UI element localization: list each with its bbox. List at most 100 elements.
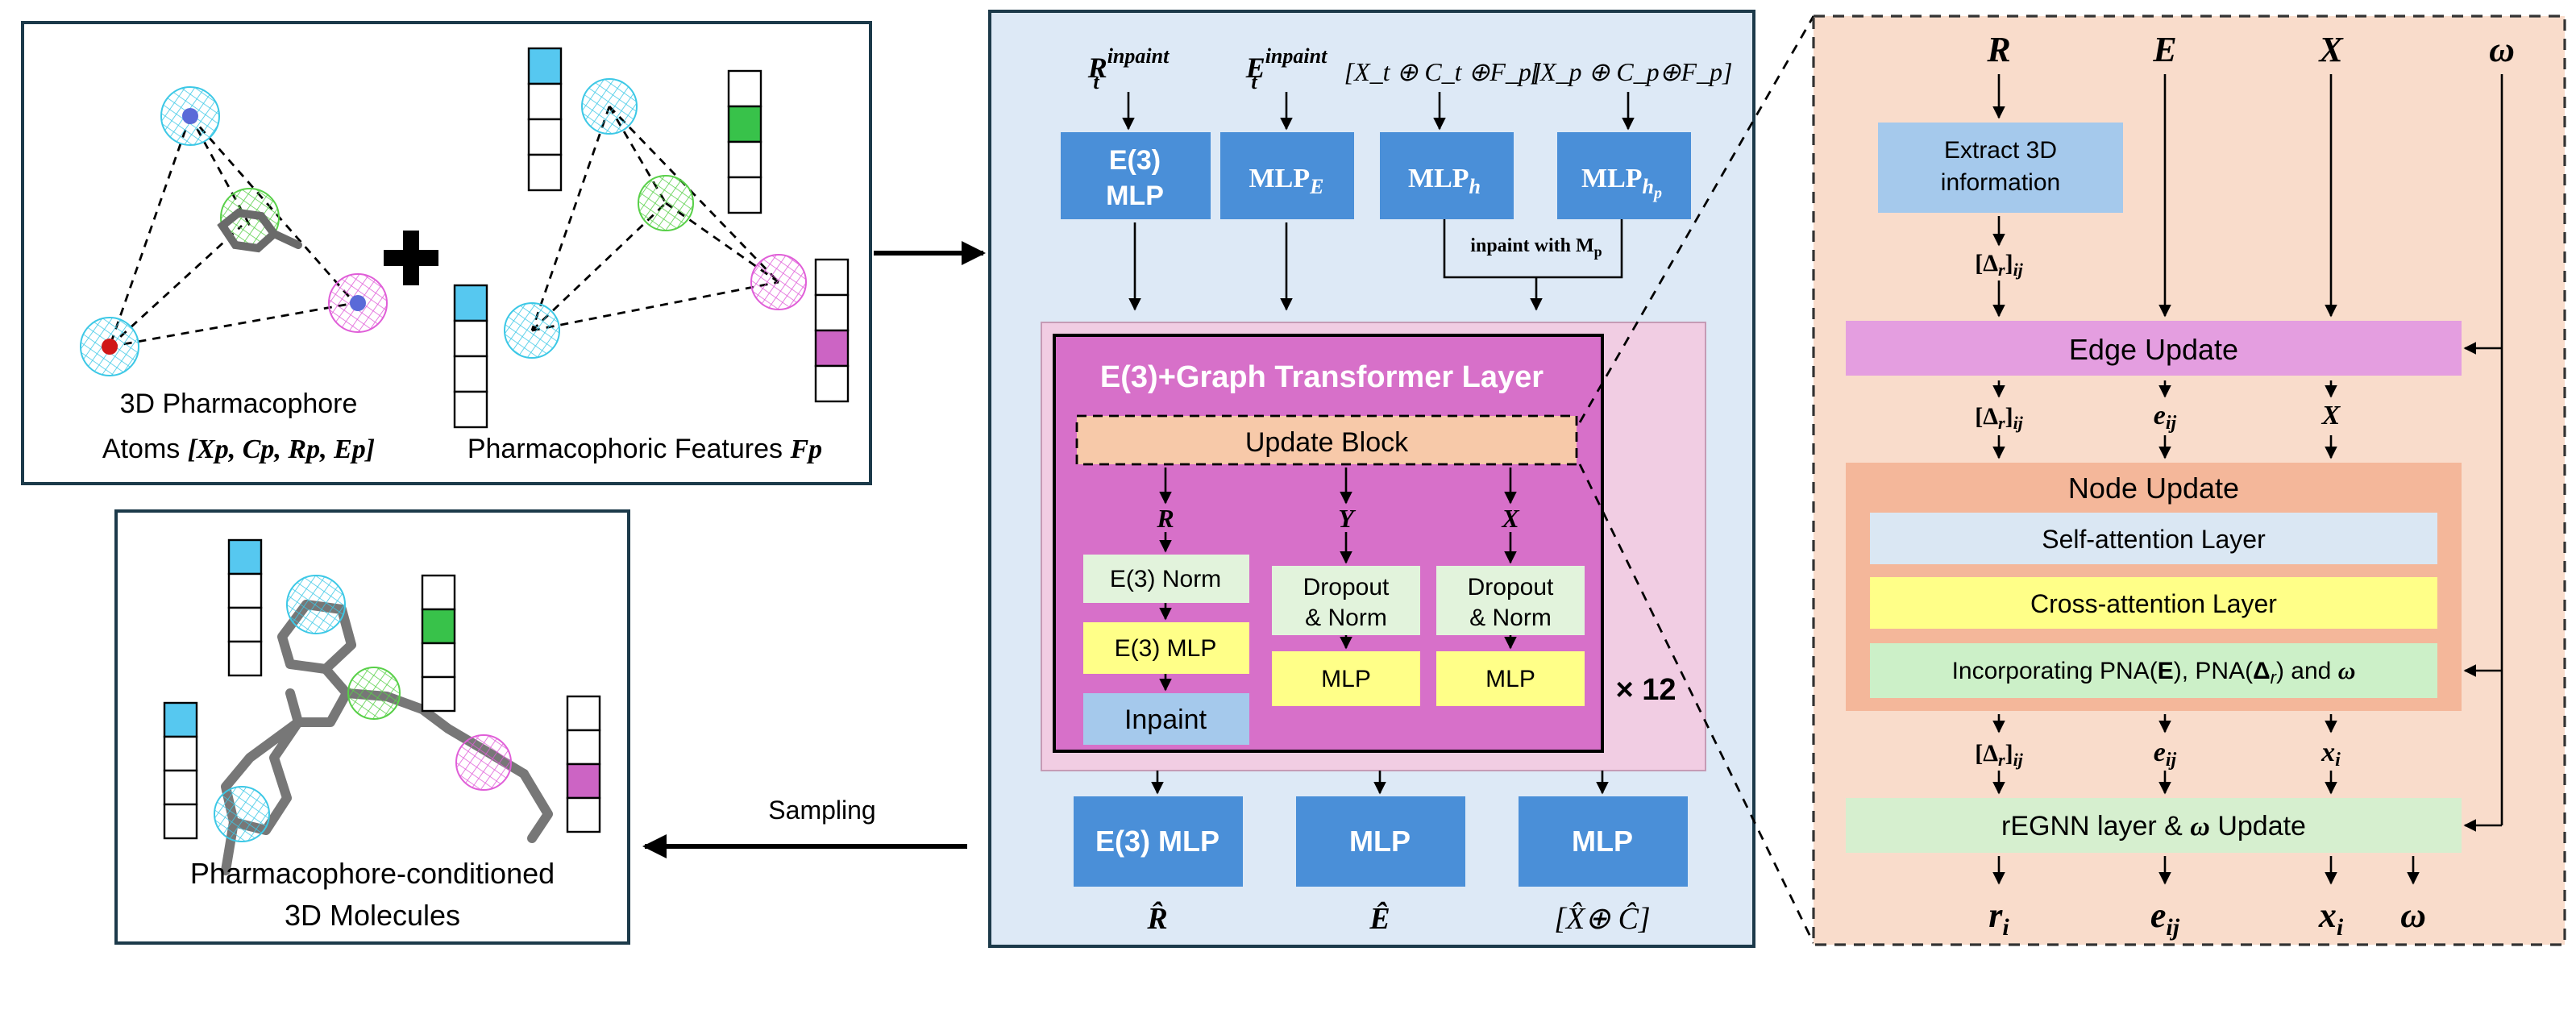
feature-vector-cyan-top [527,47,563,192]
green-sphere [347,667,401,720]
norm-y-label: & Norm [1305,605,1387,631]
norm-x-label: & Norm [1469,605,1552,631]
extract-3d-box [1878,123,2123,213]
self-attention-label: Self-attention Layer [2042,525,2266,554]
cyan-sphere [214,786,270,842]
input-x: X [2317,30,2344,69]
feature-vector-cyan-left [453,284,488,429]
out-e3-mlp-label: E(3) MLP [1095,825,1219,858]
mlp-e-box [1220,132,1354,219]
regnn-box [1846,798,2462,853]
magenta-sphere [455,734,512,791]
feature-vector-magenta [566,695,601,833]
output-omega: ω [2400,896,2426,935]
atom [182,108,198,124]
inpaint-box [1083,693,1249,745]
output-xc-hat: [X̂⊕ Ĉ] [1554,902,1650,936]
self-attention-box [1870,513,2437,564]
cyan-sphere [286,575,346,634]
feature-vector-green [421,574,456,713]
zoom-lines [1578,15,1815,944]
extract-line1: Extract 3D [1944,137,2057,164]
atom [102,339,118,355]
pharmacophore-panel: 3D Pharmacophore Atoms [Xp, Cp, Rp, Ep] … [21,21,872,485]
molecule-panel-border [114,509,630,945]
cyan-sphere [504,302,560,359]
inpaint-with-label: inpaint with Mp [1470,235,1602,260]
edge-update-box [1846,321,2462,376]
cross-attention-box [1870,577,2437,629]
edge-out-arrows [1992,380,2337,459]
molecule-panel: Pharmacophore-conditioned 3D Molecules [114,509,630,945]
update-block [1075,414,1578,466]
magenta-sphere [750,254,807,310]
out-mlp-x-label: MLP [1572,825,1633,858]
input-omega: ω [2489,30,2515,69]
mlp-y-label: MLP [1321,666,1371,692]
update-block-label: Update Block [1245,427,1409,458]
mlp-x-box [1436,651,1585,706]
molecules-label-line2: 3D Molecules [285,899,460,932]
features-label: Pharmacophoric Features Fp [467,434,822,464]
green-sphere [638,175,694,231]
mlp-x-label: MLP [1485,666,1535,692]
out-mlp-x-box [1519,796,1688,887]
feature-vector-cyan-2 [163,701,198,840]
x-mid: X [2321,401,2341,430]
input-r: R [1986,30,2010,69]
input-xp: [X_p ⊕ C_p⊕F_p] [1531,57,1733,86]
mlp-h-label: MLPh [1408,164,1481,198]
plus-icon [384,231,438,285]
dropout-x-label: Dropout [1468,574,1554,601]
pna-box [1870,643,2437,698]
e-ij-1: eij [2154,401,2177,434]
output-arrows [1151,771,1609,795]
ring-fragment [217,208,302,253]
repeat-label: × 12 [1615,673,1676,707]
feature-vector-green [727,69,762,214]
atoms-label-line2: Atoms [Xp, Cp, Rp, Ep] [102,434,375,464]
extract-line2: information [1941,169,2060,196]
out-e3-mlp-box [1074,796,1243,887]
output-x-i: xi [2318,896,2344,941]
output-r-hat: R̂ [1146,902,1167,936]
cross-attention-label: Cross-attention Layer [2030,589,2277,618]
dropout-norm-y-box [1272,566,1420,635]
input-e: E [2152,30,2176,69]
col-x-label: X [1501,504,1519,533]
atoms-label-line1: 3D Pharmacophore [120,389,358,419]
inpaint-join [1443,219,1623,279]
update-block-detail: R E X ω Extract 3D information [Δr]ij Ed… [1812,15,2566,946]
molecules-label-line1: Pharmacophore-conditioned [190,857,555,890]
dropout-y-label: Dropout [1303,574,1390,601]
col-y-label: Y [1338,504,1356,533]
pna-label: Incorporating PNA(E), PNA(Δr) and ω [1952,658,2356,688]
feature-vector-cyan [227,538,263,677]
input-xt: [X_t ⊕ C_t ⊕F_p] [1344,57,1542,86]
mlp-label: MLP [1106,181,1164,211]
output-e-hat: Ê [1369,902,1390,936]
out-mlp-e-box [1296,796,1465,887]
col-r-label: R [1156,504,1174,533]
out-mlp-e-label: MLP [1349,825,1411,858]
edge-update-label: Edge Update [2069,333,2238,366]
inpaint-label: Inpaint [1124,704,1207,735]
mlp-h-box [1380,132,1514,219]
layer-title: E(3)+Graph Transformer Layer [1100,360,1544,394]
node-out-arrows [1992,714,2337,795]
cyan-sphere [581,78,638,135]
e3-norm-box [1083,555,1249,603]
final-arrows [1992,856,2420,885]
top-down-arrows [1128,222,1543,311]
mlp-hp-box [1557,132,1691,219]
e3-mlp-inner-label: E(3) MLP [1115,635,1217,662]
atom [350,295,366,311]
dropout-norm-x-box [1436,566,1585,635]
e3-mlp-box [1061,132,1211,219]
e3-norm-label: E(3) Norm [1110,566,1221,592]
e3-label: E(3) [1109,145,1161,176]
sampling-label: Sampling [768,796,875,825]
